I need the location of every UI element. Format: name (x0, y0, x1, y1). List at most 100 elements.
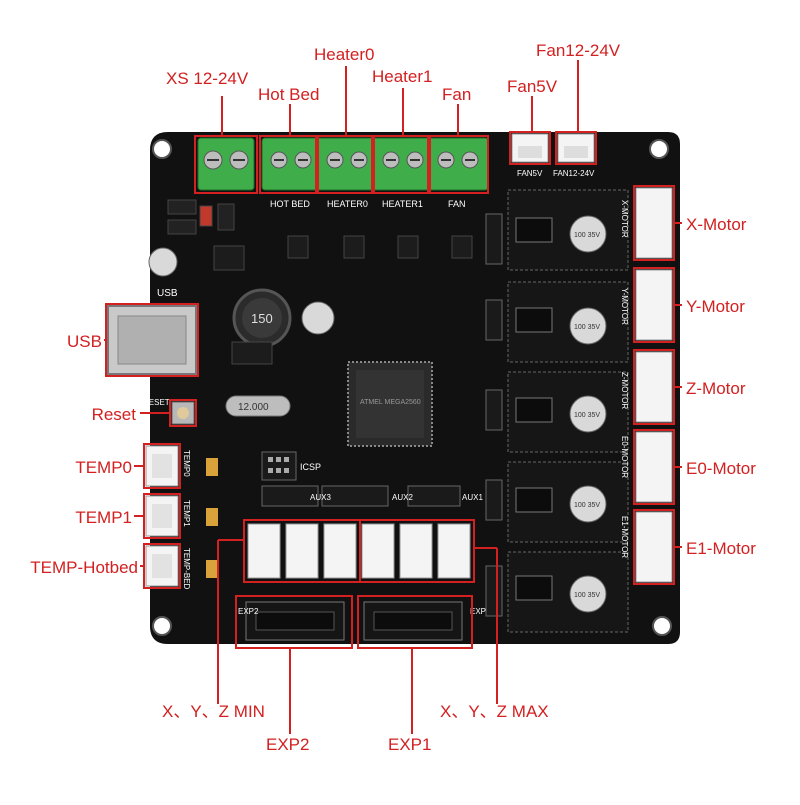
inductor-label: 150 (251, 311, 273, 326)
cap-label-x: 100 35V (574, 232, 600, 239)
silk-heater1: HEATER1 (382, 199, 423, 209)
mounting-hole-br (652, 616, 672, 636)
aux3-header (261, 485, 319, 507)
box-max-endstops (359, 519, 475, 583)
callout-e0-motor: E0-Motor (686, 459, 756, 478)
motor-connectors (635, 187, 673, 583)
silk-e0-motor: E0-MOTOR (620, 436, 629, 478)
endstop-connectors (247, 523, 471, 579)
mcu-label: ATMEL MEGA2560 (360, 399, 421, 406)
callout-hot-bed: Hot Bed (258, 85, 320, 104)
y-motor-connector (635, 269, 673, 341)
stepper-socket-y (507, 281, 629, 363)
cap-label-z: 100 35V (574, 412, 600, 419)
cap-e1 (569, 575, 607, 613)
exp1-header (363, 601, 463, 641)
silk-aux2: AUX2 (392, 493, 413, 502)
z-motor-connector (635, 351, 673, 423)
silk-temp-bed: TEMP-BED (182, 548, 191, 590)
callout-xyz-min: X、Y、Z MIN (162, 702, 265, 721)
box-hotbed (259, 135, 317, 194)
silk-fan5v: FAN5V (517, 169, 543, 178)
stepper-socket-e1 (507, 551, 629, 633)
silk-temp0: TEMP0 (182, 450, 191, 477)
aux2-header (321, 485, 389, 507)
callout-fan: Fan (442, 85, 472, 104)
crystal-label: 12.000 (238, 402, 269, 413)
electrolytic-cap-small (148, 247, 178, 277)
callout-z-motor: Z-Motor (686, 379, 746, 398)
box-exp1 (357, 595, 473, 649)
fan12-24v-connector (557, 133, 595, 163)
cap-100uf-mid (301, 301, 335, 335)
stepper-socket-z (507, 371, 629, 453)
cap-z (569, 395, 607, 433)
stepper-socket-x (507, 189, 629, 271)
cap-label-e0: 100 35V (574, 502, 600, 509)
e1-motor-connector (635, 511, 673, 583)
box-power (194, 135, 258, 194)
silk-exp2: EXP2 (238, 607, 259, 616)
icsp-header (261, 451, 297, 481)
e0-motor-connector (635, 431, 673, 503)
silk-exp1: EXP1 (470, 607, 491, 616)
silk-icsp: ICSP (300, 462, 321, 472)
usb-port (107, 305, 197, 375)
cap-x (569, 215, 607, 253)
callout-temp0: TEMP0 (75, 458, 132, 477)
stepper-socket-e0 (507, 461, 629, 543)
silk-fan12-24v: FAN12-24V (553, 169, 595, 178)
box-exp2 (235, 595, 353, 649)
cap-y (569, 307, 607, 345)
callout-xs-power: XS 12-24V (166, 69, 249, 88)
callout-heater1: Heater1 (372, 67, 433, 86)
exp2-header (245, 601, 345, 641)
callout-xyz-max: X、Y、Z MAX (440, 702, 549, 721)
mcu-chip: ATMEL MEGA2560 (347, 361, 433, 447)
silk-reset: RESET (143, 398, 170, 407)
callout-reset: Reset (91, 405, 136, 424)
callout-usb: USB (67, 332, 102, 351)
temp-bed-connector (145, 545, 179, 587)
reset-button (171, 401, 195, 425)
stepper-sockets (507, 189, 629, 633)
mounting-hole-bl (152, 616, 172, 636)
mounting-hole-tr (649, 139, 669, 159)
aux1-header (407, 485, 461, 507)
temp0-connector (145, 445, 179, 487)
box-fan5v (509, 131, 551, 165)
fan5v-connector (511, 133, 549, 163)
mounting-hole-tl (152, 139, 172, 159)
x-motor-connector (635, 187, 673, 259)
silk-temp1: TEMP1 (182, 500, 191, 527)
silk-aux1: AUX1 (462, 493, 483, 502)
callout-x-motor: X-Motor (686, 215, 747, 234)
callout-y-motor: Y-Motor (686, 297, 745, 316)
box-heater1 (373, 135, 429, 194)
callout-exp2: EXP2 (266, 735, 310, 754)
callout-temp1: TEMP1 (75, 508, 132, 527)
silk-aux3: AUX3 (310, 493, 331, 502)
callout-heater0: Heater0 (314, 45, 375, 64)
callout-temp-hotbed: TEMP-Hotbed (30, 558, 138, 577)
cap-label-y: 100 35V (574, 324, 600, 331)
power-terminal (197, 137, 255, 191)
silk-usb: USB (157, 288, 178, 299)
silk-fan: FAN (448, 199, 466, 209)
silk-y-motor: Y-MOTOR (620, 288, 629, 325)
callout-fan12-24v: Fan12-24V (536, 41, 621, 60)
cap-e0 (569, 485, 607, 523)
inductor: 150 (232, 288, 292, 348)
callout-e1-motor: E1-Motor (686, 539, 756, 558)
callout-fan5v: Fan5V (507, 77, 558, 96)
box-fan12-24v (555, 131, 597, 165)
silk-hot-bed: HOT BED (270, 199, 310, 209)
leader-lines (104, 60, 682, 734)
silk-e1-motor: E1-MOTOR (620, 516, 629, 558)
temp1-connector (145, 495, 179, 537)
silk-z-motor: Z-MOTOR (620, 372, 629, 409)
silk-heater0: HEATER0 (327, 199, 368, 209)
cap-label-e1: 100 35V (574, 592, 600, 599)
crystal: 12.000 (225, 395, 291, 417)
